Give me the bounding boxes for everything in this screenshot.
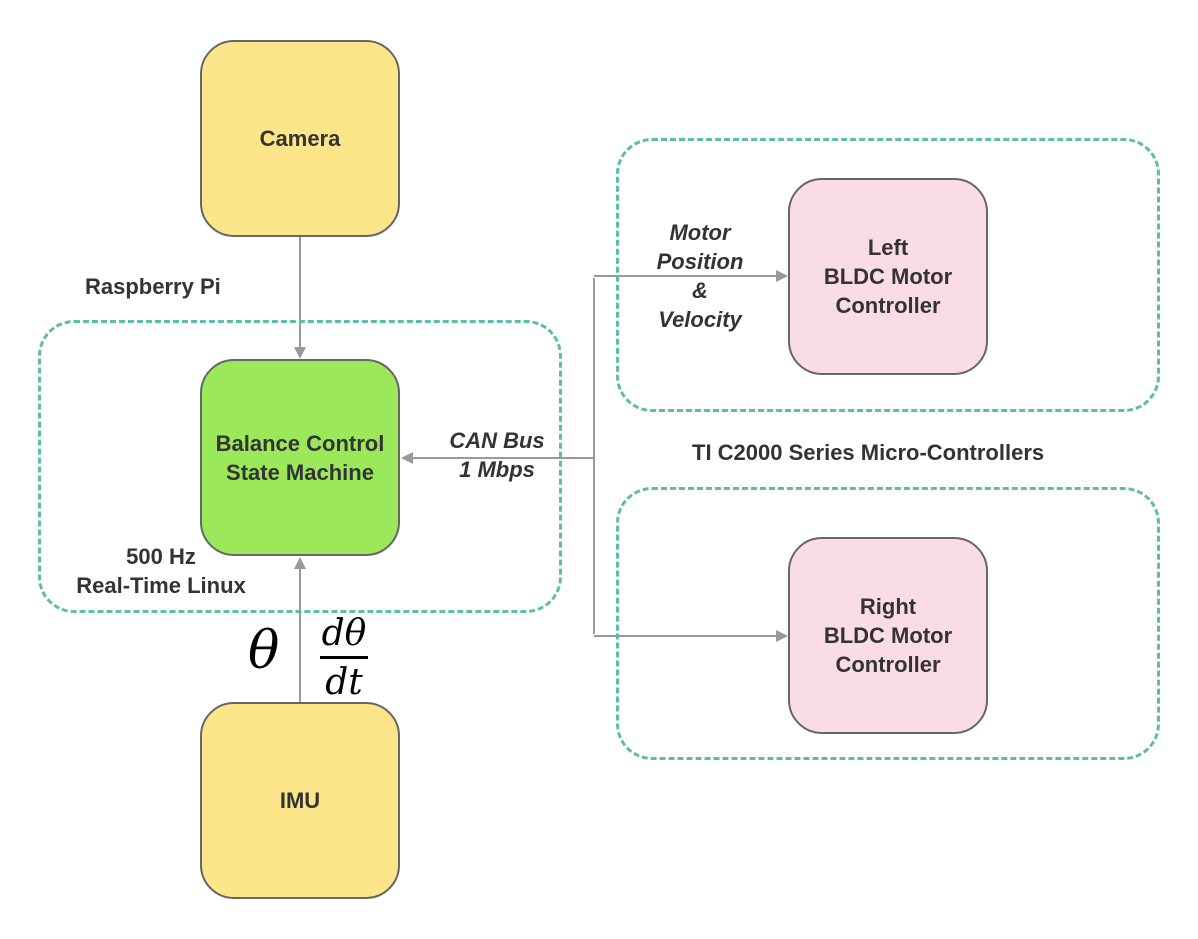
dtheta-numerator: dθ [321,613,367,654]
balance-controller-node: Balance Control State Machine [200,359,400,556]
raspberry-pi-label: Raspberry Pi [85,274,221,299]
raspberry-pi-group [38,320,562,613]
camera-node-label: Camera [259,126,341,151]
camera-node: Camera [200,40,400,237]
left-motor-controller-node: Left BLDC Motor Controller [788,178,988,375]
imu-node: IMU [200,702,400,899]
ti-c2000-label: TI C2000 Series Micro-Controllers [692,440,1045,465]
left-motor-controller-label: Left BLDC Motor Controller [823,235,953,318]
rtos-annotation: 500 Hz Real-Time Linux [76,544,246,598]
fraction-bar [320,656,368,659]
motor-feedback-annotation: Motor Position & Velocity [656,220,744,332]
dtheta-denominator: dt [325,662,363,703]
right-motor-controller-label: Right BLDC Motor Controller [823,594,953,677]
left-motor-mcu-group [616,138,1160,412]
balance-controller-label: Balance Control State Machine [215,430,385,485]
can-bus-annotation: CAN Bus 1 Mbps [449,428,545,482]
imu-node-label: IMU [279,788,321,813]
right-motor-mcu-group [616,487,1160,760]
right-motor-controller-node: Right BLDC Motor Controller [788,537,988,734]
theta-symbol: θ [248,621,280,681]
dtheta-dt-fraction: dθ dt [320,616,368,701]
